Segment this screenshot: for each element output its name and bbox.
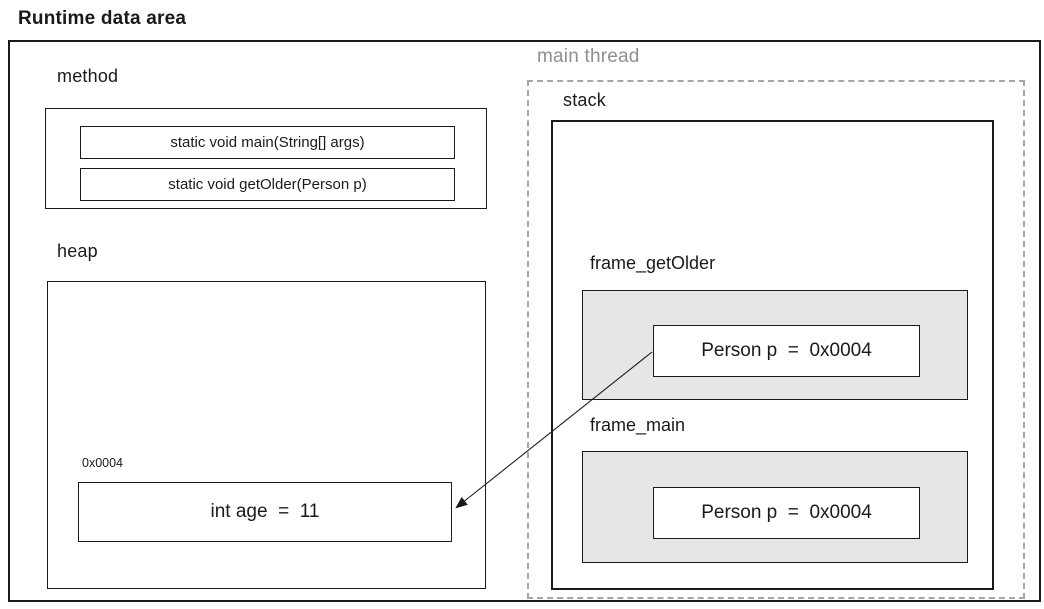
heap-area-label: heap xyxy=(57,241,98,261)
diagram-title: Runtime data area xyxy=(18,8,187,29)
main-thread-box xyxy=(527,80,1025,599)
main-thread-label: main thread xyxy=(537,46,640,67)
method-entry-main: static void main(String[] args) xyxy=(80,126,455,159)
frame-main-label: frame_main xyxy=(590,415,686,435)
runtime-data-area-box xyxy=(8,40,1041,602)
heap-object-box: int age = 11 xyxy=(78,482,452,542)
stack-label: stack xyxy=(563,90,607,110)
method-area-box xyxy=(45,108,487,209)
frame-getolder-label: frame_getOlder xyxy=(590,253,716,273)
frame-main-variable-box: Person p = 0x0004 xyxy=(653,487,920,539)
heap-area-box xyxy=(47,281,486,589)
frame-getolder-variable-box: Person p = 0x0004 xyxy=(653,325,920,377)
method-area-label: method xyxy=(57,66,119,86)
heap-object-address: 0x0004 xyxy=(82,456,124,470)
method-entry-getolder: static void getOlder(Person p) xyxy=(80,168,455,201)
